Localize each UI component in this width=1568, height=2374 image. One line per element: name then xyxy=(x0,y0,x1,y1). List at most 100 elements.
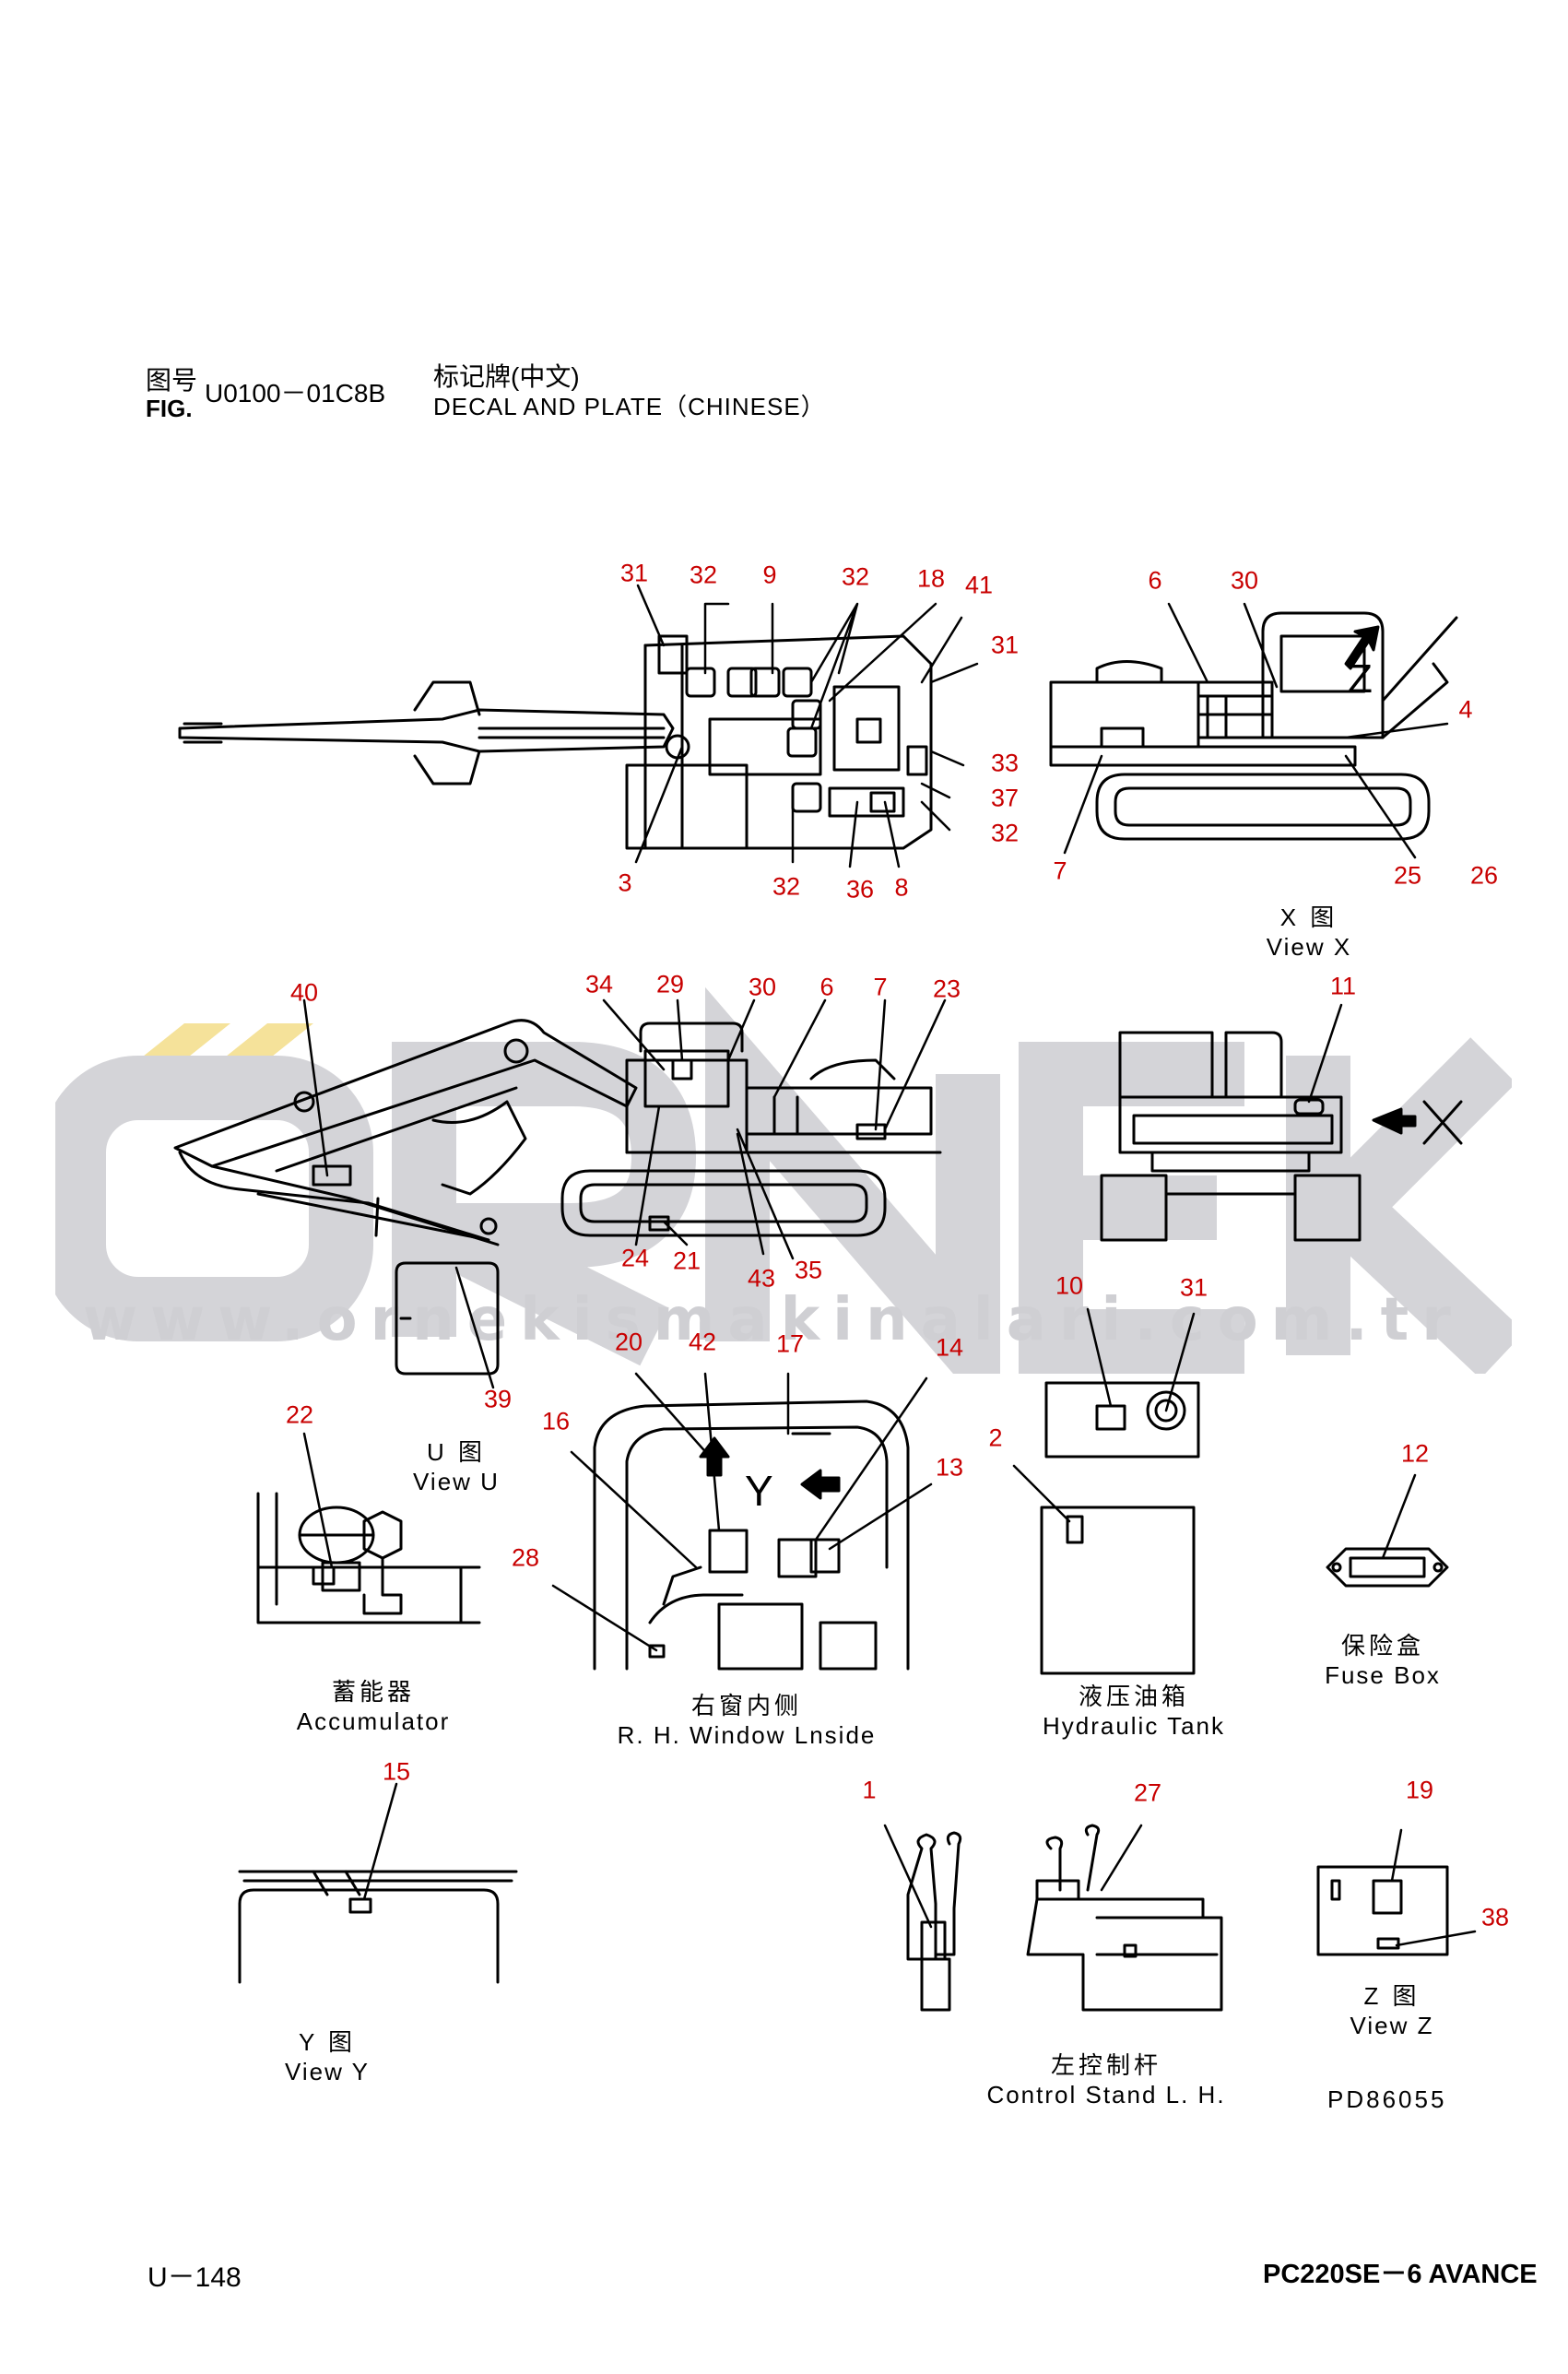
front-view-excavator xyxy=(1100,1031,1463,1242)
caption-view-y: Y 图 View Y xyxy=(235,2024,419,2086)
callout: 31 xyxy=(619,559,649,587)
caption-fuse-box: 保险盒 Fuse Box xyxy=(1295,1627,1470,1690)
caption-hydraulic-tank: 液压油箱 Hydraulic Tank xyxy=(1019,1678,1249,1741)
caption-rh-window: 右窗内侧 R. H. Window Lnside xyxy=(572,1687,922,1750)
callout: 21 xyxy=(672,1246,701,1275)
callout: 27 xyxy=(1133,1778,1162,1807)
caption-view-y-cn: Y 图 xyxy=(298,2028,357,2056)
caption-rh-window-en: R. H. Window Lnside xyxy=(617,1721,877,1749)
page-number: U－148 xyxy=(147,2262,242,2293)
view-x-excavator xyxy=(1049,611,1458,841)
callout: 7 xyxy=(873,973,888,1001)
callout: 24 xyxy=(620,1244,650,1272)
fig-number: U0100－01C8B xyxy=(205,379,386,407)
title-en: DECAL AND PLATE（CHINESE） xyxy=(433,393,826,420)
callout: 32 xyxy=(772,872,801,901)
callout: 32 xyxy=(689,561,718,589)
caption-view-z: Z 图 View Z xyxy=(1300,1978,1484,2040)
callout: 9 xyxy=(762,561,777,589)
callout: 10 xyxy=(1055,1271,1084,1300)
callout: 8 xyxy=(894,873,909,902)
model-name: PC220SE－6 AVANCE xyxy=(1263,2260,1538,2289)
callout: 2 xyxy=(988,1423,1003,1452)
watermark-url: www.ornekismakinalari.com.tr xyxy=(83,1286,1464,1354)
control-lever-drawing xyxy=(906,1831,962,2012)
callout: 25 xyxy=(1393,861,1422,890)
view-z-drawing xyxy=(1316,1865,1449,1956)
caption-view-x-cn: X 图 xyxy=(1279,904,1338,931)
callout: 34 xyxy=(584,970,614,998)
drawing-code: PD86055 xyxy=(1327,2085,1447,2113)
callout: 17 xyxy=(775,1329,805,1358)
view-u-panel xyxy=(395,1261,500,1376)
caption-control-stand: 左控制杆 Control Stand L. H. xyxy=(968,2047,1244,2109)
callout: 18 xyxy=(916,564,946,593)
caption-view-u-en: View U xyxy=(413,1468,500,1495)
caption-rh-window-cn: 右窗内侧 xyxy=(690,1692,802,1719)
callout: 31 xyxy=(990,631,1020,659)
caption-control-stand-cn: 左控制杆 xyxy=(1050,2051,1161,2079)
control-stand-drawing xyxy=(1026,1824,1223,2012)
callout: 11 xyxy=(1329,972,1357,1000)
callout: 36 xyxy=(845,875,875,904)
caption-view-x-en: View X xyxy=(1266,933,1352,961)
caption-accumulator-cn: 蓄能器 xyxy=(331,1678,415,1706)
callout: 15 xyxy=(382,1757,411,1786)
caption-fuse-box-en: Fuse Box xyxy=(1325,1661,1441,1689)
callout: 28 xyxy=(511,1543,540,1572)
callout: 6 xyxy=(1148,566,1162,595)
title-cn: 标记牌(中文) xyxy=(433,362,580,391)
callout: 16 xyxy=(541,1407,571,1435)
z-label: Z xyxy=(1348,656,1373,702)
fig-label-cn: 图号 xyxy=(146,366,198,395)
callout: 30 xyxy=(1230,566,1259,595)
caption-view-u: U 图 View U xyxy=(364,1434,548,1496)
callout: 30 xyxy=(748,973,777,1001)
callout: 1 xyxy=(862,1776,877,1804)
top-view-excavator xyxy=(178,634,933,850)
caption-accumulator-en: Accumulator xyxy=(296,1707,451,1735)
fuse-box-drawing xyxy=(1326,1547,1449,1588)
callout: 29 xyxy=(655,970,685,998)
caption-view-x: X 图 View X xyxy=(1217,899,1401,962)
hydraulic-tank-drawing xyxy=(1040,1381,1200,1675)
callout: 38 xyxy=(1480,1903,1510,1931)
callout: 26 xyxy=(1469,861,1499,890)
callout: 12 xyxy=(1400,1439,1430,1468)
caption-view-z-cn: Z 图 xyxy=(1363,1982,1421,2010)
callout: 37 xyxy=(990,784,1020,812)
callout: 32 xyxy=(990,819,1020,847)
caption-view-z-en: View Z xyxy=(1350,2012,1434,2039)
view-y-drawing xyxy=(238,1870,518,1984)
caption-control-stand-en: Control Stand L. H. xyxy=(986,2081,1226,2108)
callout: 41 xyxy=(964,571,994,599)
caption-view-y-en: View Y xyxy=(285,2058,370,2085)
accumulator-drawing xyxy=(256,1492,481,1624)
caption-view-u-cn: U 图 xyxy=(426,1438,486,1466)
leader-lines xyxy=(302,584,1477,1947)
fig-label-en: FIG. xyxy=(146,395,193,422)
caption-fuse-box-cn: 保险盒 xyxy=(1340,1632,1424,1659)
rh-window-drawing xyxy=(593,1400,910,1671)
caption-accumulator: 蓄能器 Accumulator xyxy=(277,1673,470,1736)
callout: 33 xyxy=(990,749,1020,777)
callout: 19 xyxy=(1405,1776,1434,1804)
callout: 40 xyxy=(289,978,319,1007)
callout: 35 xyxy=(794,1256,823,1284)
callout: 32 xyxy=(841,562,870,591)
callout: 20 xyxy=(614,1328,643,1356)
callout: 43 xyxy=(747,1264,776,1293)
callout: 4 xyxy=(1458,695,1473,724)
callout: 6 xyxy=(819,973,834,1001)
callout: 39 xyxy=(483,1385,513,1413)
watermark-logo xyxy=(55,986,1512,1374)
callout: 42 xyxy=(688,1328,717,1356)
callout: 7 xyxy=(1053,856,1067,885)
callout: 14 xyxy=(935,1333,964,1362)
caption-hydraulic-tank-cn: 液压油箱 xyxy=(1078,1683,1189,1710)
callout: 31 xyxy=(1179,1273,1208,1302)
y-label: Y xyxy=(745,1467,773,1515)
callout: 23 xyxy=(932,974,961,1003)
callout: 13 xyxy=(935,1453,964,1482)
